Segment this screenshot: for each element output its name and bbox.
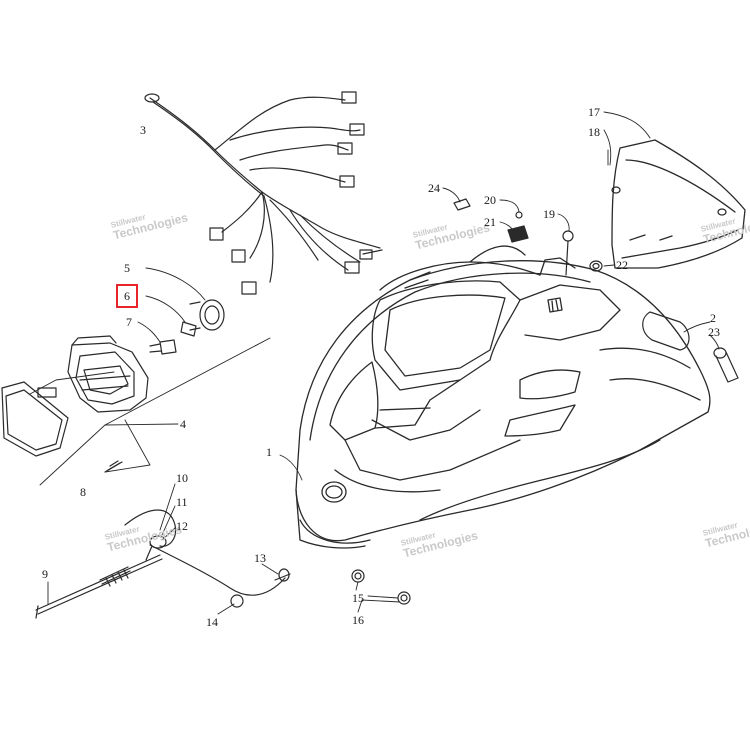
leader-lines-headlight [29, 267, 271, 486]
callout-3[interactable]: 3 [140, 123, 146, 137]
wiring-harness [144, 91, 383, 295]
small-parts [351, 198, 739, 605]
callout-14[interactable]: 14 [206, 615, 218, 629]
callout-11[interactable]: 11 [176, 495, 188, 509]
callout-7[interactable]: 7 [126, 315, 132, 329]
callout-1[interactable]: 1 [266, 445, 272, 459]
callout-2[interactable]: 2 [710, 311, 716, 325]
callout-15[interactable]: 15 [352, 591, 364, 605]
bulb-components [149, 299, 225, 355]
callout-18[interactable]: 18 [588, 125, 600, 139]
callout-5[interactable]: 5 [124, 261, 130, 275]
callout-12[interactable]: 12 [176, 519, 188, 533]
callout-10[interactable]: 10 [176, 471, 188, 485]
leader-line-1 [279, 454, 303, 481]
callout-24[interactable]: 24 [428, 181, 440, 195]
callout-4[interactable]: 4 [180, 417, 186, 431]
leader-lines-cable [47, 483, 279, 615]
cable-assembly [35, 509, 291, 619]
callout-8[interactable]: 8 [80, 485, 86, 499]
callout-19[interactable]: 19 [543, 207, 555, 221]
hood-body [295, 245, 711, 549]
leader-lines-windshield [603, 111, 651, 166]
headlight-bezel [1, 381, 69, 457]
callout-13[interactable]: 13 [254, 551, 266, 565]
screw-8 [104, 460, 123, 473]
callout-17[interactable]: 17 [588, 105, 600, 119]
callout-22[interactable]: 22 [616, 258, 628, 272]
callout-6-highlighted[interactable]: 6 [116, 284, 138, 308]
windshield [611, 139, 746, 269]
callout-21[interactable]: 21 [484, 215, 496, 229]
callout-20[interactable]: 20 [484, 193, 496, 207]
callout-23[interactable]: 23 [708, 325, 720, 339]
headlight-assembly [67, 335, 149, 413]
callout-16[interactable]: 16 [352, 613, 364, 627]
callout-9[interactable]: 9 [42, 567, 48, 581]
leader-lines-small-parts [355, 187, 720, 613]
